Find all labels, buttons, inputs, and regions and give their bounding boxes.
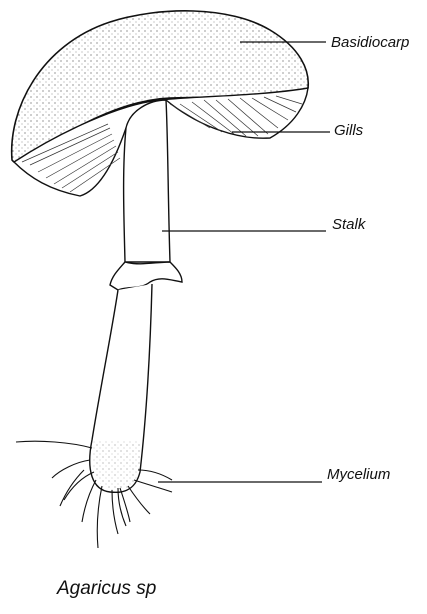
- label-mycelium: Mycelium: [327, 466, 390, 483]
- caption: Agaricus sp: [57, 578, 156, 600]
- label-gills: Gills: [334, 122, 363, 139]
- label-basidiocarp: Basidiocarp: [331, 34, 409, 51]
- label-stalk: Stalk: [332, 216, 365, 233]
- stalk-upper: [124, 100, 170, 262]
- stalk-base-texture: [93, 440, 140, 490]
